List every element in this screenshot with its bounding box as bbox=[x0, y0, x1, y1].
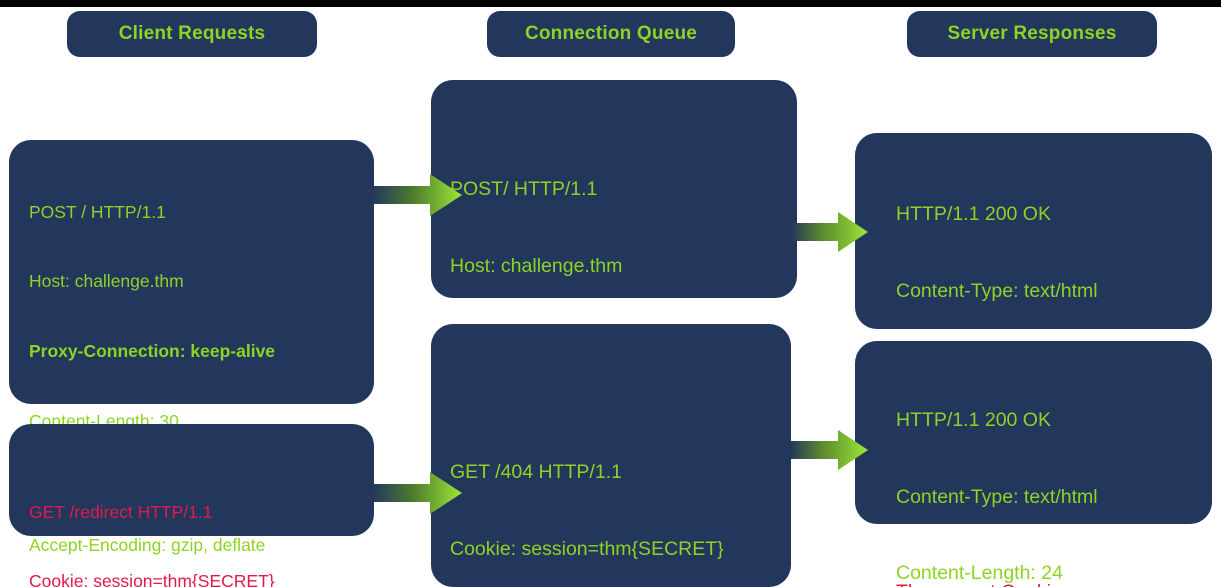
server-response-card-2: HTTP/1.1 200 OK Content-Type: text/html … bbox=[855, 341, 1212, 584]
column-header-connection-queue: Connection Queue bbox=[487, 11, 735, 57]
client-request-card-1: POST / HTTP/1.1 Host: challenge.thm Prox… bbox=[9, 140, 374, 555]
header-proxy-connection: Proxy-Connection: keep-alive bbox=[29, 341, 276, 362]
column-header-client-label: Client Requests bbox=[118, 23, 266, 44]
status-line: HTTP/1.1 200 OK bbox=[896, 409, 1051, 432]
header-content-length: Content-Length: 24 bbox=[896, 562, 1063, 585]
request-line: GET /redirect HTTP/1.1 bbox=[29, 501, 213, 522]
status-line: HTTP/1.1 200 OK bbox=[896, 203, 1051, 226]
client-request-card-2: GET /redirect HTTP/1.1 Cookie: session=t… bbox=[9, 424, 374, 587]
request-line: POST/ HTTP/1.1 bbox=[450, 178, 598, 201]
client-request-card-2-body: GET /redirect HTTP/1.1 Cookie: session=t… bbox=[29, 454, 374, 587]
connection-queue-card-1: POST/ HTTP/1.1 Host: challenge.thm Conte… bbox=[431, 80, 797, 506]
header-cookie: Cookie: session=thm{SECRET} bbox=[29, 571, 275, 587]
arrow-right-icon-client2-to-queue2 bbox=[372, 472, 462, 514]
request-line: GET /404 HTTP/1.1 bbox=[450, 461, 622, 484]
connection-queue-card-2-body: GET /404 HTTP/1.1 Cookie: session=thm{SE… bbox=[450, 409, 791, 587]
header-host: Host: challenge.thm bbox=[450, 254, 623, 277]
header-content-type: Content-Type: text/html bbox=[896, 485, 1098, 508]
column-header-server-label: Server Responses bbox=[947, 23, 1117, 44]
column-header-client-requests: Client Requests bbox=[67, 11, 317, 57]
column-header-server-responses: Server Responses bbox=[907, 11, 1157, 57]
server-response-card-1: HTTP/1.1 200 OK Content-Type: text/html … bbox=[855, 133, 1212, 587]
request-line: POST / HTTP/1.1 bbox=[29, 201, 166, 222]
response-body-line-1: The current Cookie: bbox=[896, 580, 1212, 587]
column-header-queue-label: Connection Queue bbox=[524, 23, 698, 44]
top-black-bar bbox=[0, 0, 1221, 7]
arrow-right-icon-queue2-to-server2 bbox=[790, 430, 868, 470]
header-host: Host: challenge.thm bbox=[29, 271, 184, 292]
header-content-type: Content-Type: text/html bbox=[896, 279, 1098, 302]
header-accept-encoding: Accept-Encoding: gzip, deflate bbox=[29, 535, 266, 556]
arrow-right-icon-client1-to-queue1 bbox=[372, 174, 462, 216]
server-response-card-2-body: HTTP/1.1 200 OK Content-Type: text/html … bbox=[896, 357, 1212, 587]
arrow-right-icon-queue1-to-server1 bbox=[790, 212, 868, 252]
connection-queue-card-2: GET /404 HTTP/1.1 Cookie: session=thm{SE… bbox=[431, 324, 791, 587]
header-cookie: Cookie: session=thm{SECRET} bbox=[450, 537, 724, 560]
